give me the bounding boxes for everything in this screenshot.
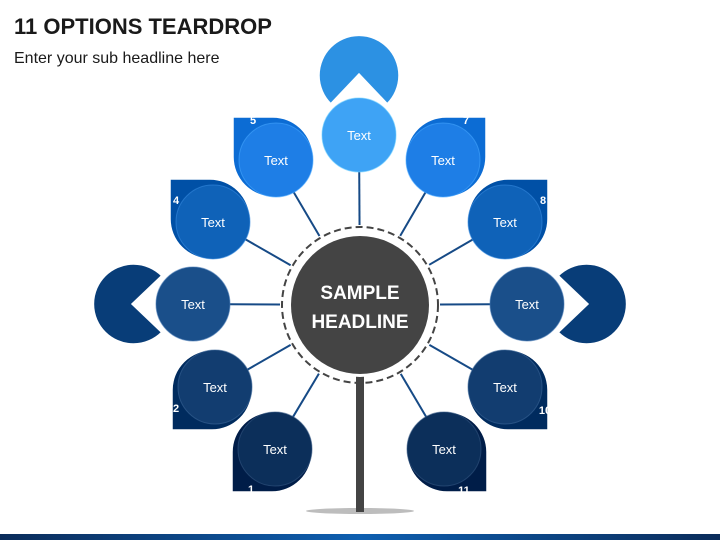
connector-line-7 bbox=[399, 191, 427, 237]
connector-line-5 bbox=[292, 190, 321, 237]
option-number-10: 10 bbox=[539, 405, 551, 417]
center-hub: SAMPLE HEADLINE bbox=[281, 226, 439, 384]
page-title: 11 OPTIONS TEARDROP bbox=[14, 14, 272, 39]
teardrop-rim bbox=[467, 184, 543, 260]
teardrop-disc bbox=[178, 350, 252, 424]
teardrop-shape bbox=[92, 263, 163, 345]
teardrop-disc bbox=[468, 185, 542, 259]
hub-dashed-ring bbox=[281, 226, 439, 384]
teardrop-option-3: Text 3 bbox=[92, 263, 231, 345]
option-label-8: Text bbox=[493, 215, 517, 230]
hub-line-2: HEADLINE bbox=[311, 312, 408, 333]
option-number-5: 5 bbox=[250, 115, 256, 127]
teardrop-shape bbox=[318, 34, 400, 105]
option-label-3: Text bbox=[181, 297, 205, 312]
hub-circle bbox=[291, 236, 429, 374]
option-number-6: 6 bbox=[356, 86, 362, 98]
connector-line-10 bbox=[428, 343, 474, 371]
option-number-9: 9 bbox=[567, 299, 573, 311]
option-label-7: Text bbox=[431, 153, 455, 168]
option-label-1: Text bbox=[263, 442, 287, 457]
option-number-7: 7 bbox=[463, 115, 469, 127]
option-label-10: Text bbox=[493, 380, 517, 395]
teardrop-rim bbox=[238, 122, 314, 198]
option-label-5: Text bbox=[264, 153, 288, 168]
teardrop-rim bbox=[467, 349, 543, 425]
teardrop-option-6: Text 6 bbox=[318, 34, 400, 173]
option-label-6: Text bbox=[347, 128, 371, 143]
teardrop-rim bbox=[155, 266, 231, 342]
option-number-2: 2 bbox=[173, 403, 179, 415]
teardrop-disc bbox=[407, 412, 481, 486]
connector-line-2 bbox=[246, 343, 292, 371]
teardrop-disc bbox=[490, 267, 564, 341]
teardrop-disc bbox=[238, 412, 312, 486]
option-label-11: Text bbox=[432, 442, 456, 457]
option-number-4: 4 bbox=[173, 195, 180, 207]
stand-pole bbox=[356, 372, 364, 512]
hub-stand bbox=[306, 372, 414, 514]
option-number-1: 1 bbox=[248, 484, 254, 496]
teardrop-rim bbox=[489, 266, 565, 342]
option-label-4: Text bbox=[201, 215, 225, 230]
teardrop-option-11: Text 11 bbox=[406, 411, 488, 497]
connector-line-1 bbox=[291, 373, 320, 419]
connector-lines bbox=[229, 171, 491, 419]
teardrop-option-1: Text 1 bbox=[231, 411, 313, 496]
connector-line-8 bbox=[428, 238, 474, 266]
teardrop-disc bbox=[176, 185, 250, 259]
teardrop-disc bbox=[322, 98, 396, 172]
teardrop-option-5: Text 5 bbox=[232, 115, 314, 198]
connector-line-11 bbox=[399, 373, 428, 419]
hub-line-1: SAMPLE bbox=[320, 283, 399, 304]
connector-line-4 bbox=[244, 238, 292, 267]
teardrop-rim bbox=[406, 411, 482, 487]
teardrop-disc bbox=[239, 123, 313, 197]
teardrop-shape bbox=[557, 263, 628, 345]
teardrop-option-7: Text 7 bbox=[405, 115, 487, 198]
teardrop-rim bbox=[237, 411, 313, 487]
teardrop-option-2: Text 2 bbox=[171, 349, 253, 431]
option-number-8: 8 bbox=[540, 195, 546, 207]
teardrop-option-9: Text 9 bbox=[489, 263, 628, 345]
teardrop-rim bbox=[175, 184, 251, 260]
teardrop-disc bbox=[468, 350, 542, 424]
bottom-accent-band bbox=[0, 534, 720, 540]
option-number-11: 11 bbox=[458, 485, 470, 497]
teardrop-rim bbox=[177, 349, 253, 425]
teardrop-disc bbox=[156, 267, 230, 341]
teardrop-group: Text1Text2Text3Text4Text5Text6Text7Text8… bbox=[92, 34, 628, 497]
teardrop-option-4: Text 4 bbox=[169, 178, 251, 260]
teardrop-rim bbox=[405, 122, 481, 198]
option-label-2: Text bbox=[203, 380, 227, 395]
teardrop-option-10: Text 10 bbox=[467, 349, 551, 431]
teardrop-rim bbox=[321, 97, 397, 173]
page-subtitle: Enter your sub headline here bbox=[14, 50, 220, 67]
option-number-3: 3 bbox=[145, 299, 151, 311]
option-label-9: Text bbox=[515, 297, 539, 312]
teardrop-disc bbox=[406, 123, 480, 197]
teardrop-option-8: Text 8 bbox=[467, 178, 549, 260]
